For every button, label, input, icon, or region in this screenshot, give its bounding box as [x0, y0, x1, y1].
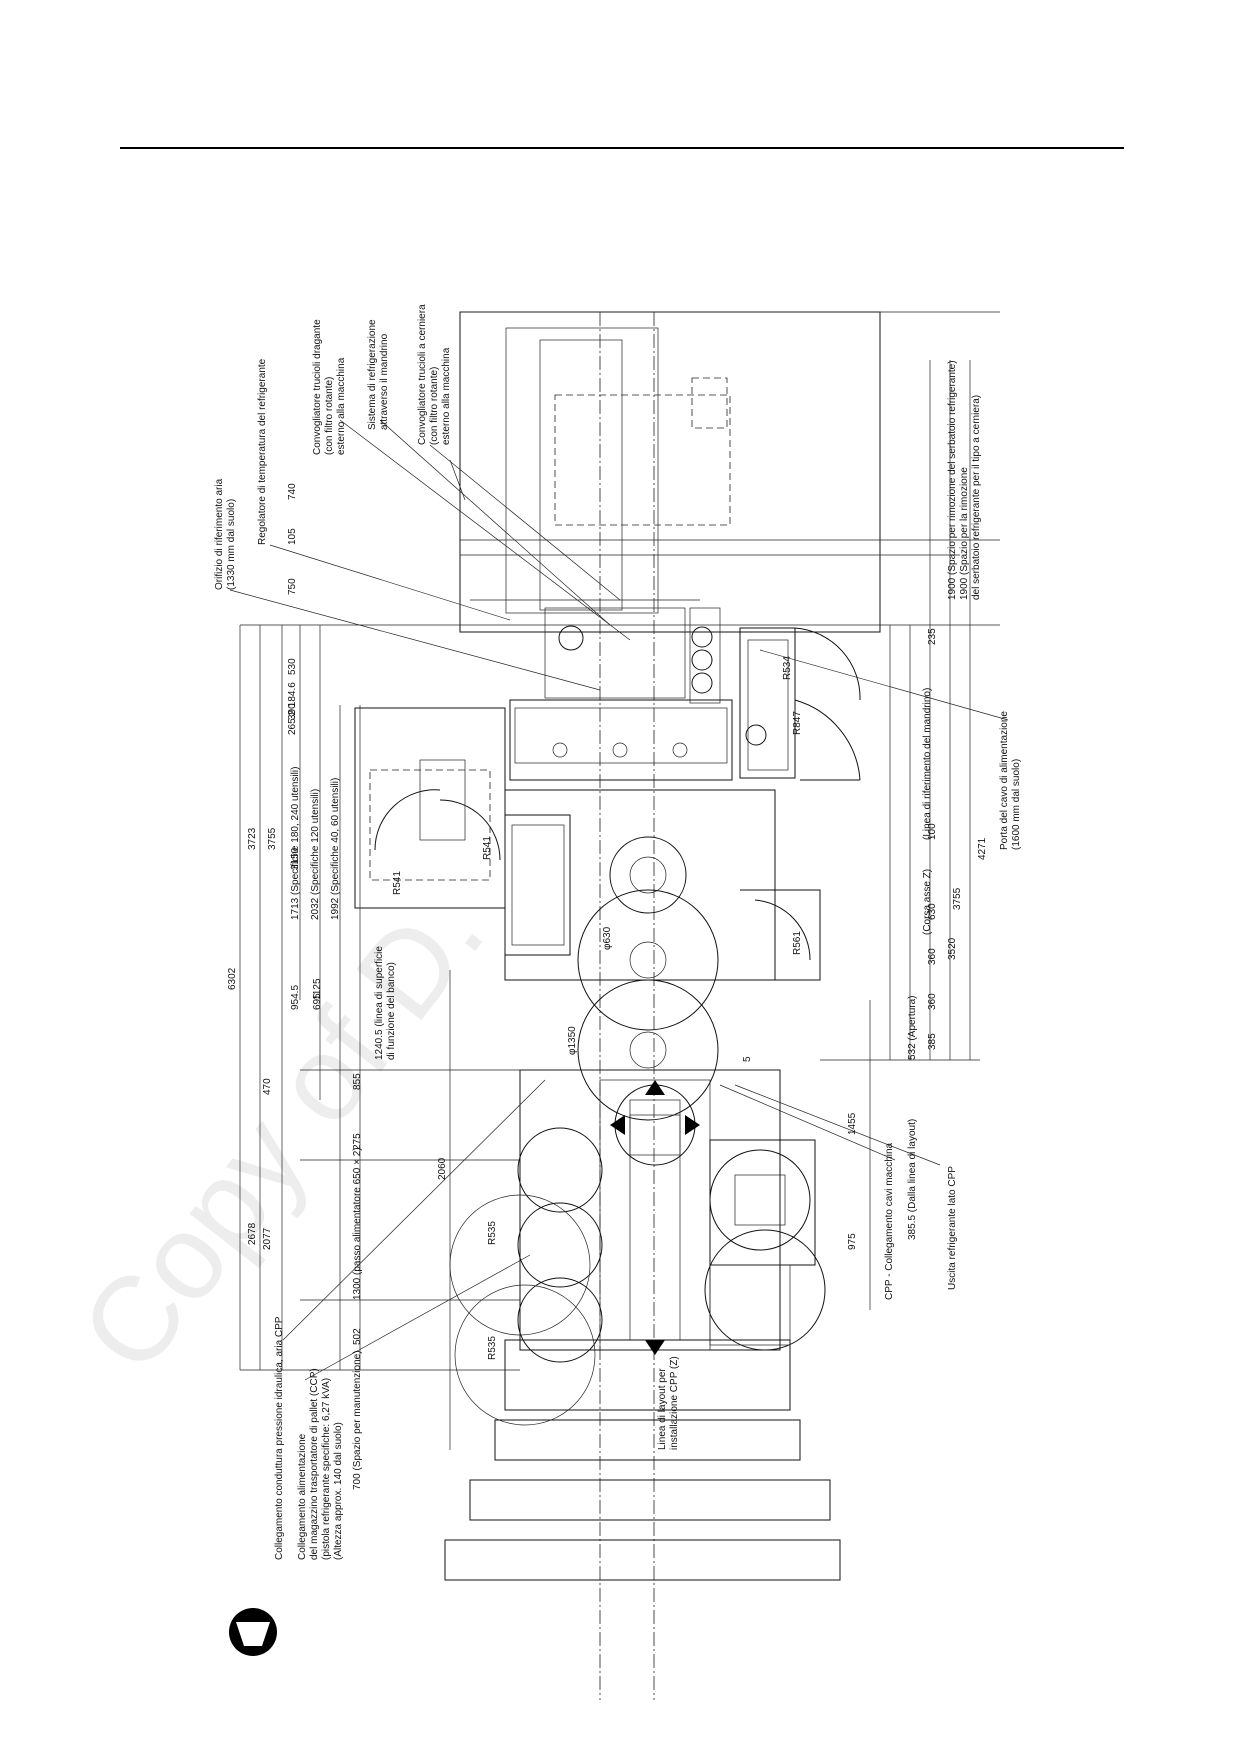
dim-left_stack-7: 470 — [262, 1078, 273, 1095]
dim-right_stack-5: 3755 — [952, 887, 963, 910]
leader-lines — [229, 419, 1009, 1381]
dim-left_stack-2: 3755 — [267, 827, 278, 850]
label-passo-alim-line-0: 1300 (passo alimentatore 650 × 2) — [352, 1147, 363, 1300]
dim-left_stack-1: 3723 — [247, 827, 258, 850]
dim-top_row-3: 530 — [287, 658, 298, 675]
label-spazio-manut-line-0: 700 (Spazio per manutenzione) — [352, 1350, 363, 1490]
label-linea-sup-line-0: 1240.5 (linea di superficie — [374, 946, 385, 1060]
label-porta-cavo-line-0: Porta del cavo di alimentazione — [999, 711, 1010, 850]
dim-right_stack-1: 100 — [927, 823, 938, 840]
dim-right_stack-3: 360 — [927, 948, 938, 965]
dim-right_stack-11: 5 — [742, 1056, 753, 1062]
dimension-lines — [239, 311, 1000, 1450]
label-uscita-refr-line-0: Uscita refrigerante lato CPP — [947, 1166, 958, 1290]
label-conv-cern-line-0: Convogliatore trucioli a cerniera — [417, 304, 428, 445]
dim-left_stack-3: 3150 — [290, 847, 301, 870]
dim-right_stack-0: 235 — [927, 628, 938, 645]
page-marker-icon — [229, 1608, 277, 1656]
dim-top_row-4: 390 — [287, 703, 298, 720]
label-spazio-rimoz-line-2: del serbatoio refrigerante per il tipo a… — [971, 395, 982, 600]
dim-right_stack-4: 3520 — [947, 937, 958, 960]
label-coll-alim-line-2: (pistola refrigerante specifiche: 6,27 k… — [321, 1378, 332, 1560]
label-coll-alim-line-1: del magazzino trasportatore di pallet (C… — [309, 1368, 320, 1560]
dim-right_stack-10: 975 — [847, 1233, 858, 1250]
dim-left_stack-9: 2077 — [262, 1227, 273, 1250]
dim-radii-4: R561 — [792, 931, 803, 955]
label-sist-refr-line-0: Sistema di refrigerazione — [367, 319, 378, 430]
label-coll-alim-line-3: (Altezza approx. 140 dal suolo) — [333, 1422, 344, 1560]
label-coll-alim-line-0: Collegamento alimentazione — [297, 1433, 308, 1560]
dim-diameters-0: φ630 — [602, 926, 613, 950]
dim-left_stack-4: 954.5 — [290, 985, 301, 1010]
label-cpp-cavi-line-0: CPP - Collegamento cavi macchina — [884, 1142, 895, 1300]
dim-mid_column-1: 275 — [352, 1133, 363, 1150]
label-orifizio-line-1: (1330 mm dal suolo) — [226, 499, 237, 590]
label-spec-1713-line-0: 1713 (Specifiche 180, 240 utensili) — [290, 767, 301, 920]
label-apertura-line-0: 532 (Apertura) — [907, 996, 918, 1060]
machine-outline — [354, 311, 960, 1700]
dim-right_stack-6: 4271 — [977, 837, 988, 860]
label-linea-layout-cpp-line-1: installazione CPP (Z) — [669, 1356, 680, 1450]
label-spec-2032-line-0: 2032 (Specifiche 120 utensili) — [310, 789, 321, 920]
dim-top_row-2: 750 — [287, 578, 298, 595]
label-orifizio-line-0: Orifizio di riferimento aria — [214, 478, 225, 590]
dim-right_stack-7: 360 — [927, 993, 938, 1010]
dim-top_row-5: 265.2 184.6 — [287, 682, 298, 735]
label-linea-sup-line-1: di funzione del banco) — [386, 962, 397, 1060]
dim-radii-2: R541 — [392, 871, 403, 895]
dim-right_stack-8: 385 — [927, 1033, 938, 1050]
dim-radii-6: R535 — [487, 1336, 498, 1360]
dim-radii-3: R541 — [482, 836, 493, 860]
label-corsa-z-line-0: (Corsa asse Z) — [922, 869, 933, 935]
dim-right_stack-2: 630 — [927, 903, 938, 920]
dim-radii-1: R847 — [792, 711, 803, 735]
dim-top_row-0: 740 — [287, 483, 298, 500]
label-spec-1992-line-0: 1992 (Specifiche 40, 60 utensili) — [330, 778, 341, 920]
label-conv-drag-line-2: esterno alla macchina — [336, 357, 347, 455]
dim-right_stack-9: 1455 — [847, 1112, 858, 1135]
label-regolatore-line-0: Regolatore di temperatura del refrigeran… — [257, 358, 268, 545]
label-conv-cern-line-2: esterno alla macchina — [441, 347, 452, 445]
dim-mid_column-0: 855 — [352, 1073, 363, 1090]
annotation-labels: Orifizio di riferimento aria(1330 mm dal… — [214, 304, 1022, 1560]
dim-top_row-1: 105 — [287, 528, 298, 545]
label-spazio-rimoz-line-1: 1900 (Spazio per la rimozione — [959, 467, 970, 600]
dim-diameters-1: φ1350 — [567, 1026, 578, 1055]
label-spazio-rimoz-line-0: 1900 (Spazio per rimozione del serbatoio… — [947, 360, 958, 600]
dim-left_stack-6: 1125 — [312, 978, 323, 1000]
dim-mid_column-2: 2060 — [437, 1157, 448, 1180]
label-linea-layout-cpp-line-0: Linea di layout per — [657, 1368, 668, 1450]
label-coll-idraulica-line-0: Collegamento conduttura pressione idraul… — [274, 1316, 285, 1560]
dim-left_stack-0: 6302 — [227, 967, 238, 990]
label-conv-drag-line-0: Convogliatore trucioli dragante — [312, 319, 323, 455]
label-linea-mandrino-line-0: (Linea di riferimento del mandrino) — [922, 688, 933, 840]
label-dalla-linea-line-0: 385.5 (Dalla linea di layout) — [907, 1119, 918, 1240]
label-sist-refr-line-1: attraverso il mandrino — [379, 333, 390, 430]
dim-left_stack-5: 695 — [312, 993, 323, 1010]
dim-mid_column-3: 502 — [352, 1328, 363, 1345]
label-conv-cern-line-1: (con filtro rotante) — [429, 367, 440, 445]
label-porta-cavo-line-1: (1600 mm dal suolo) — [1011, 759, 1022, 850]
dim-radii-0: R534 — [782, 656, 793, 680]
label-conv-drag-line-1: (con filtro rotante) — [324, 377, 335, 455]
dim-left_stack-8: 2678 — [247, 1222, 258, 1245]
dim-radii-5: R535 — [487, 1221, 498, 1245]
